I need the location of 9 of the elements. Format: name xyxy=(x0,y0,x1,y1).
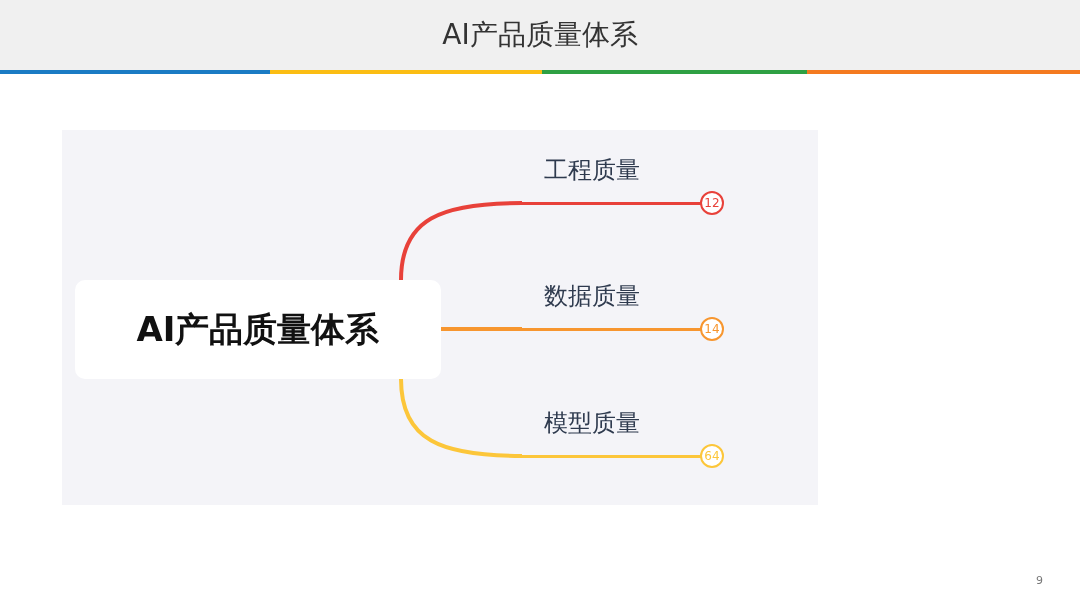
page-number: 9 xyxy=(1036,574,1043,587)
topic-label: 工程质量 xyxy=(544,155,640,186)
root-topic-box: AI产品质量体系 xyxy=(75,280,441,379)
branch-connector xyxy=(441,327,522,331)
branch-connector xyxy=(399,378,523,458)
branch-connector xyxy=(399,201,523,281)
page-title: AI产品质量体系 xyxy=(442,18,638,51)
topic-label: 数据质量 xyxy=(544,281,640,312)
topic-label: 模型质量 xyxy=(544,408,640,439)
